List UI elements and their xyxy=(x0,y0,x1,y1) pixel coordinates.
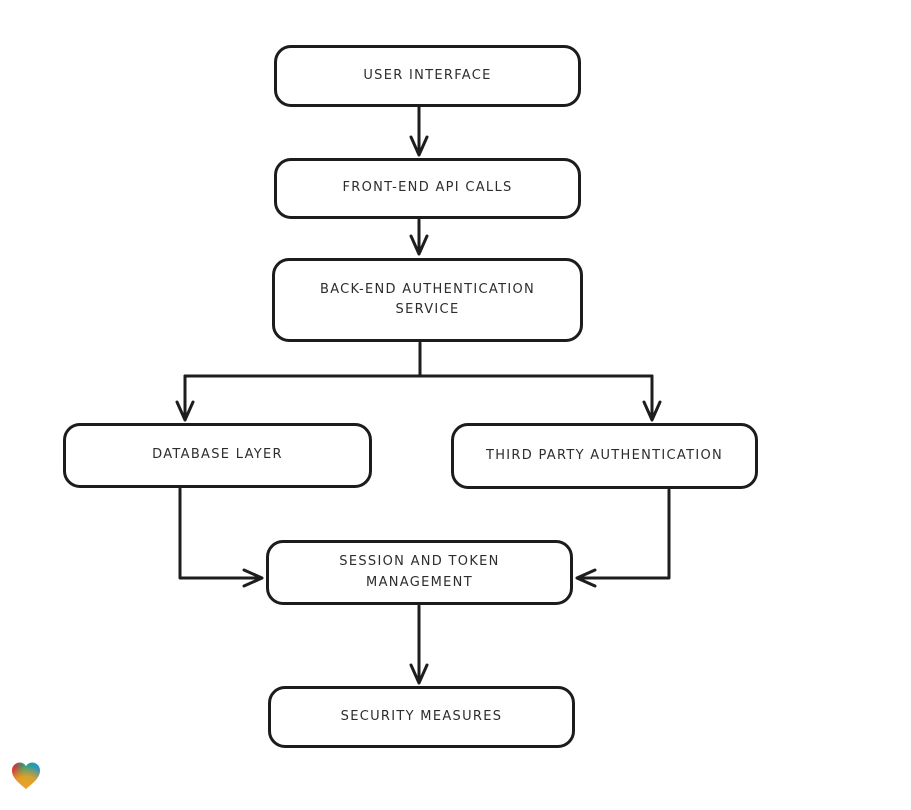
node-third-party-authentication: THIRD PARTY AUTHENTICATION xyxy=(451,423,758,489)
edge-ui-to-frontend xyxy=(409,105,429,157)
edge-backend-split xyxy=(175,341,662,422)
node-security-measures-label: SECURITY MEASURES xyxy=(340,708,503,724)
node-user-interface: USER INTERFACE xyxy=(274,45,581,107)
edge-thirdparty-to-session xyxy=(575,488,671,588)
node-database-layer-label: DATABASE LAYER xyxy=(152,447,283,463)
node-session-and-token-management-label: SESSION AND TOKEN MANAGEMENT xyxy=(339,554,500,590)
edge-database-to-session xyxy=(178,487,264,588)
node-database-layer: DATABASE LAYER xyxy=(63,423,372,488)
node-back-end-authentication-service-label: BACK-END AUTHENTICATION SERVICE xyxy=(319,281,536,317)
node-security-measures: SECURITY MEASURES xyxy=(268,686,575,748)
heart-gradient-logo-icon xyxy=(12,762,40,789)
edge-session-to-security xyxy=(409,604,429,685)
node-front-end-api-calls-label: FRONT-END API CALLS xyxy=(342,180,513,196)
node-front-end-api-calls: FRONT-END API CALLS xyxy=(274,158,581,219)
edge-frontend-to-backend xyxy=(409,218,429,256)
node-user-interface-label: USER INTERFACE xyxy=(363,67,492,83)
node-back-end-authentication-service: BACK-END AUTHENTICATION SERVICE xyxy=(272,258,583,342)
node-third-party-authentication-label: THIRD PARTY AUTHENTICATION xyxy=(485,447,724,463)
node-session-and-token-management: SESSION AND TOKEN MANAGEMENT xyxy=(266,540,573,605)
